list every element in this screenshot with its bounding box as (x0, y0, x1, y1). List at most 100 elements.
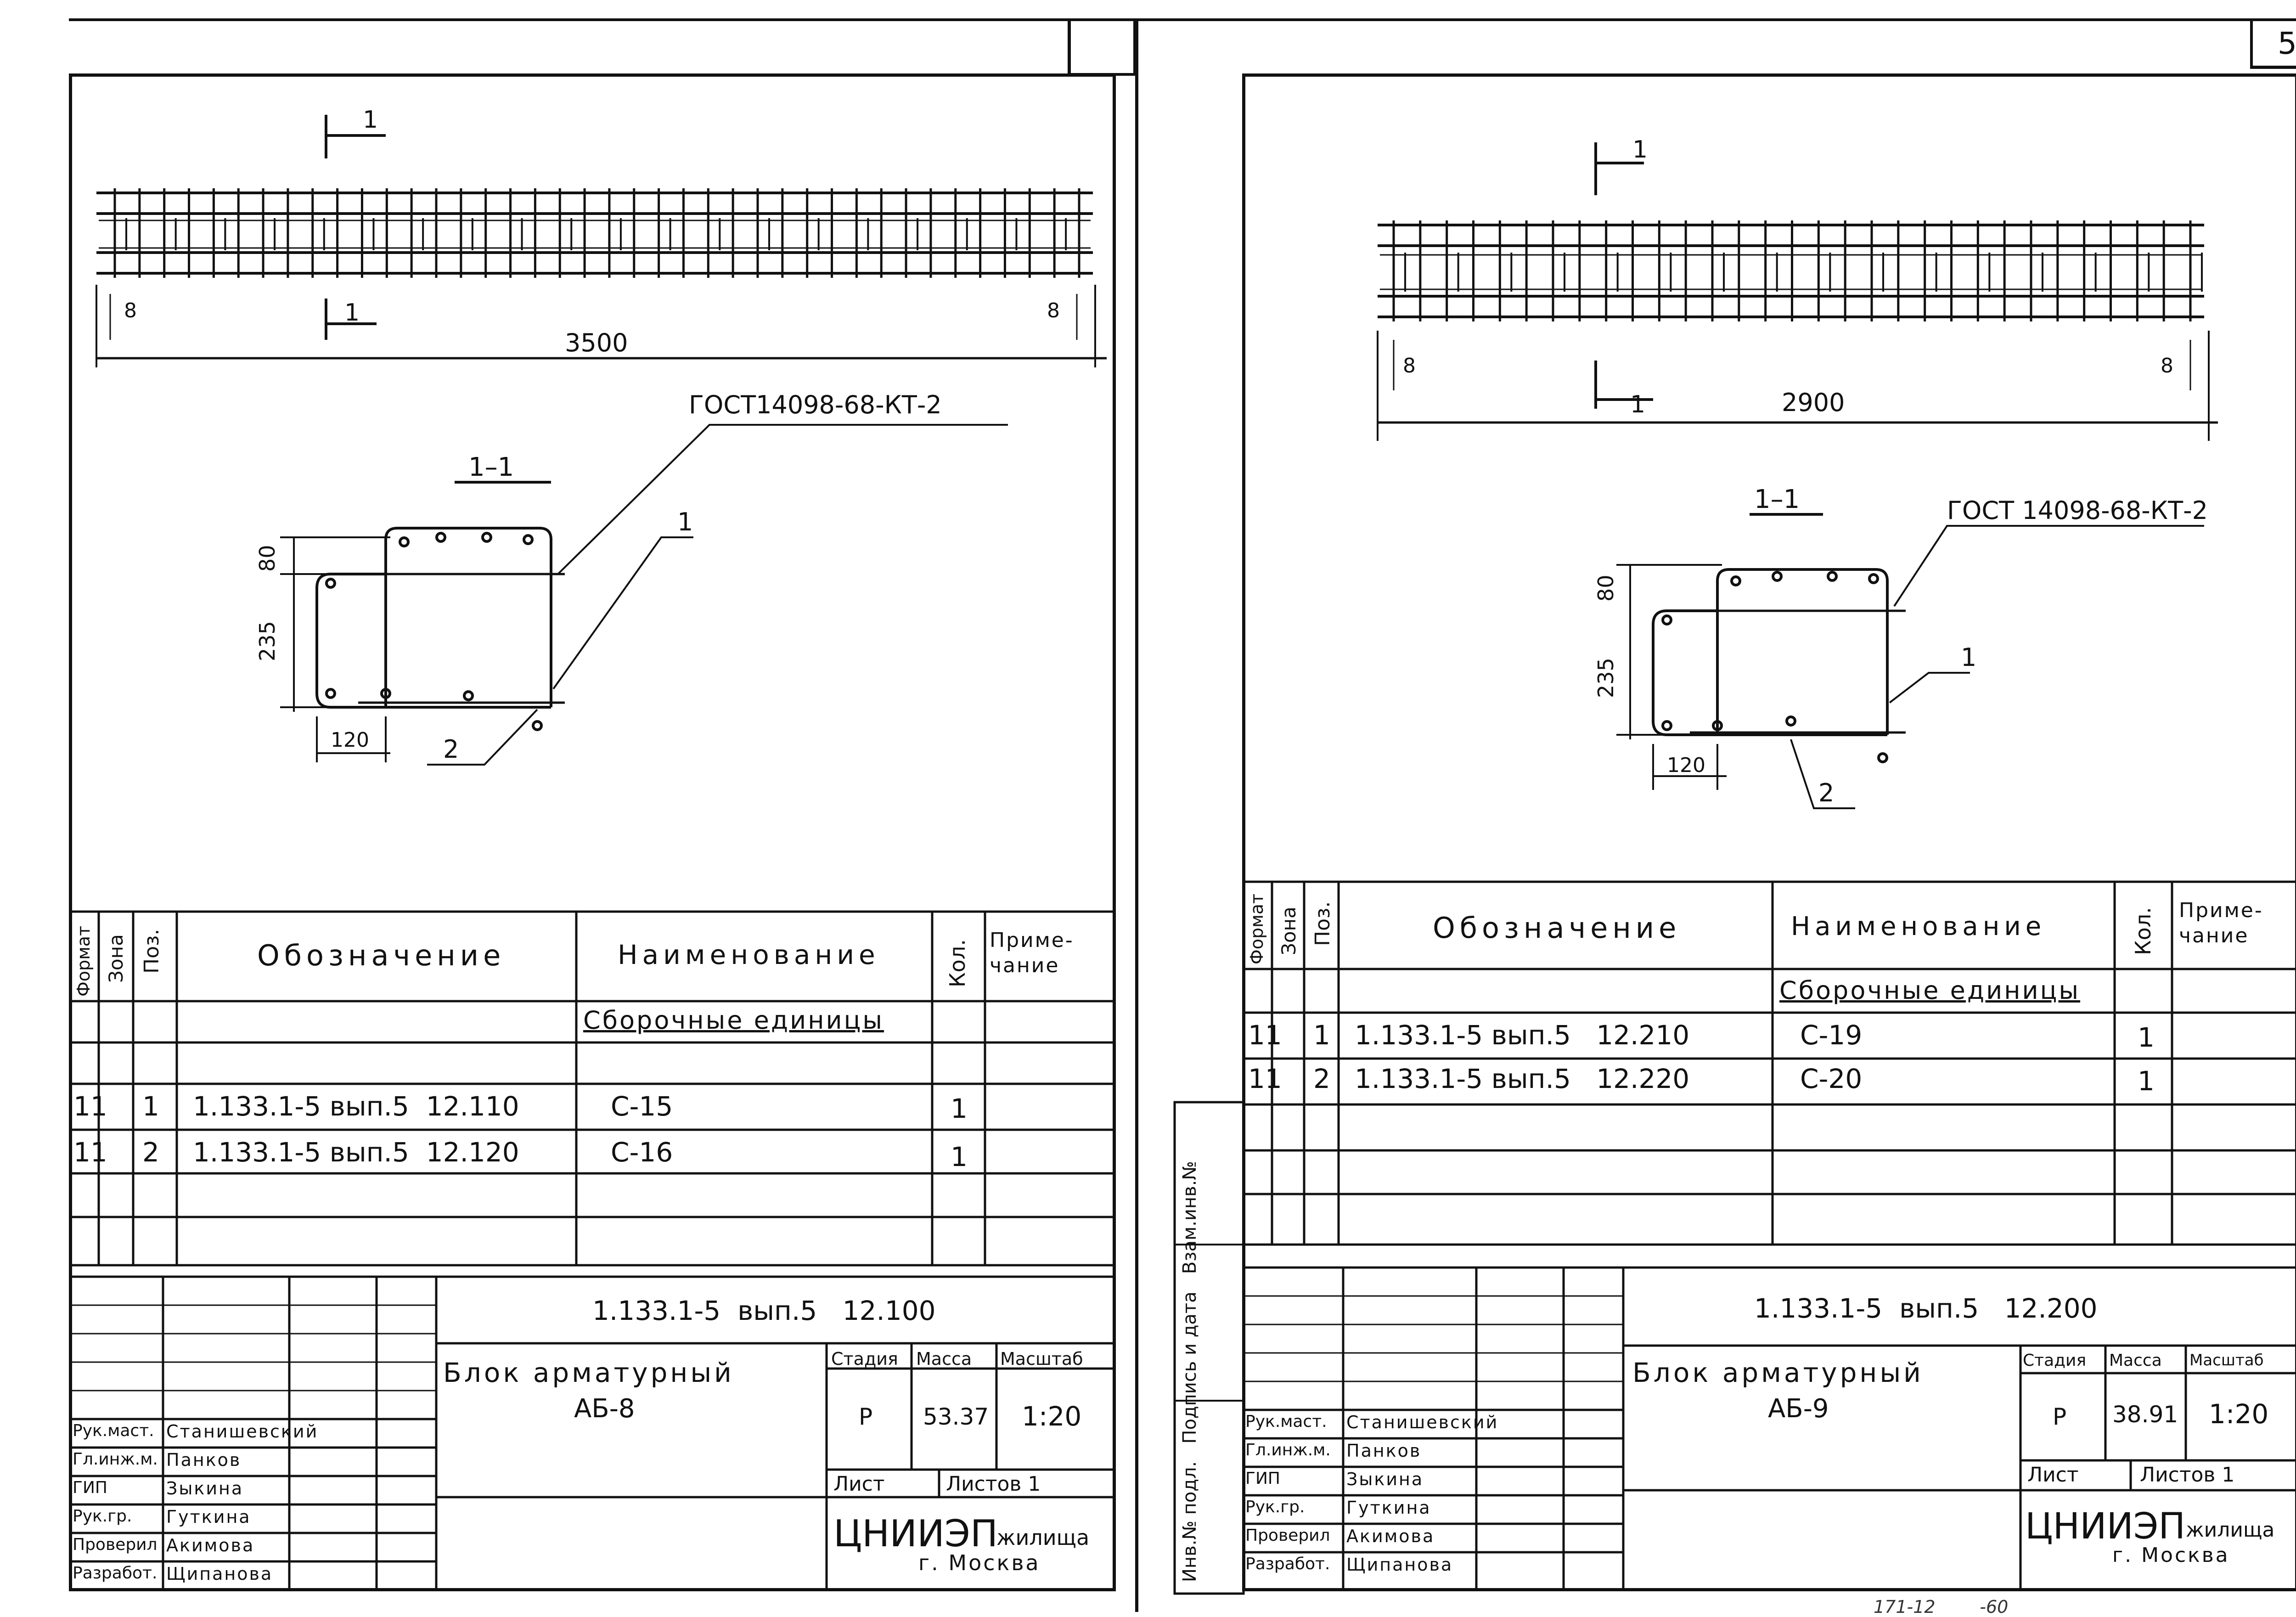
role-label: Рук.маст. (73, 1421, 154, 1440)
right-col-pos: Поз. (1311, 901, 1334, 946)
left-section-view (280, 424, 1008, 766)
role-label: Проверил (1245, 1526, 1330, 1545)
left-row-2-qty: 1 (951, 1141, 968, 1172)
right-tb-stage: Р (2053, 1403, 2067, 1430)
right-tb-scale-label: Масштаб (2189, 1351, 2264, 1369)
right-callout-2: 2 (1818, 778, 1835, 807)
right-col-designation: Обозначение (1433, 911, 1681, 945)
role-label: ГИП (73, 1478, 107, 1497)
left-cage-elevation (96, 188, 1093, 278)
left-tb-scale: 1:20 (1022, 1401, 1082, 1432)
person-name: Щипанова (1346, 1555, 1453, 1575)
left-tb-name1: Блок арматурный (443, 1357, 734, 1388)
right-tb-name2: АБ-9 (1768, 1394, 1829, 1424)
person-name: Акимова (166, 1535, 255, 1555)
left-row-2-format: 11 (73, 1137, 107, 1168)
left-callout-1: 1 (677, 507, 693, 536)
left-tb-scale-label: Масштаб (1000, 1349, 1083, 1369)
left-section-title: 1–1 (468, 452, 514, 482)
right-row-1-designation: 1.133.1-5 вып.5 12.210 (1355, 1020, 1690, 1051)
right-row-1-pos: 1 (1313, 1020, 1330, 1051)
role-label: Разработ. (1245, 1555, 1330, 1573)
page-number: 59 (2278, 26, 2296, 61)
role-label: Гл.инж.м. (1245, 1441, 1331, 1459)
left-row-1-format: 11 (73, 1091, 107, 1122)
left-tb-code: 1.133.1-5 вып.5 12.100 (592, 1295, 936, 1326)
person-name: Зыкина (1346, 1469, 1424, 1489)
role-label: Проверил (73, 1535, 158, 1554)
right-section-view (1616, 513, 2204, 809)
left-end-dim-right: 8 (1047, 299, 1060, 322)
left-titleblock-grid (69, 1275, 1116, 1591)
right-row-1-format: 11 (1248, 1020, 1282, 1051)
left-row-1-pos: 1 (142, 1091, 159, 1122)
left-group-header: Сборочные единицы (583, 1006, 884, 1035)
footer-fragment: 171-12 -60 (1874, 1597, 2009, 1617)
left-section-mark-bottom: 1 (344, 299, 360, 327)
person-name: Гуткина (1346, 1498, 1431, 1518)
left-length-dim: 3500 (565, 328, 628, 357)
right-col-note: Приме-чание (2179, 899, 2263, 947)
right-sheet-frame (1242, 73, 2296, 1591)
person-name: Гуткина (166, 1507, 251, 1527)
person-name: Панков (1346, 1441, 1422, 1461)
right-col-qty: Кол. (2131, 907, 2155, 955)
right-tb-sheets: Листов 1 (2140, 1463, 2235, 1487)
right-gost-label: ГОСТ 14098-68-КТ-2 (1947, 496, 2208, 525)
left-tb-stage-label: Стадия (831, 1349, 898, 1369)
left-row-1-designation: 1.133.1-5 вып.5 12.110 (193, 1091, 519, 1122)
left-row-2-name: С-16 (611, 1137, 673, 1168)
left-col-qty: Кол. (945, 939, 970, 987)
right-col-name: Наименование (1791, 912, 2046, 941)
left-col-note: Приме-чание (990, 929, 1074, 977)
person-name: Щипанова (166, 1564, 273, 1584)
left-row-1-qty: 1 (951, 1093, 968, 1124)
right-group-header: Сборочные единицы (1779, 976, 2081, 1005)
right-row-1-name: С-19 (1800, 1020, 1863, 1051)
left-col-name: Наименование (618, 939, 880, 970)
role-label: Рук.маст. (1245, 1412, 1327, 1431)
left-tb-mass-label: Масса (916, 1349, 972, 1369)
right-callout-1: 1 (1961, 643, 1977, 672)
right-row-1-qty: 1 (2138, 1022, 2155, 1053)
left-sheet-frame (69, 73, 1116, 1591)
right-col-format: Формат (1247, 893, 1267, 964)
left-tb-city: г. Москва (918, 1550, 1041, 1575)
right-tb-code: 1.133.1-5 вып.5 12.200 (1754, 1293, 2098, 1324)
left-end-dim-left: 8 (124, 299, 137, 322)
right-tb-scale: 1:20 (2209, 1398, 2269, 1430)
top-edge-line (69, 18, 2296, 21)
page-number-box (2250, 18, 2296, 69)
left-section-mark-top: 1 (363, 106, 378, 134)
left-col-pos: Поз. (140, 929, 163, 974)
right-end-dim-right: 8 (2161, 354, 2173, 377)
right-tb-mass-label: Масса (2109, 1351, 2162, 1370)
person-name: Станишевский (1346, 1412, 1499, 1432)
right-row-2-format: 11 (1248, 1063, 1282, 1094)
right-section-mark-bottom: 1 (1630, 391, 1646, 418)
right-row-2-qty: 1 (2138, 1065, 2155, 1097)
right-side-stamp: Инв.№ подл. Подпись и дата Взам.инв.№ (1179, 1161, 1200, 1582)
right-tb-org: ЦНИИЭП (2025, 1506, 2186, 1547)
right-section-title: 1–1 (1754, 485, 1800, 514)
person-name: Акимова (1346, 1526, 1435, 1546)
left-tb-mass: 53.37 (923, 1403, 989, 1430)
role-label: ГИП (1245, 1469, 1280, 1488)
left-row-1-name: С-15 (611, 1091, 673, 1122)
role-label: Разработ. (73, 1564, 158, 1583)
right-dim-235: 235 (1593, 658, 1618, 698)
right-tb-org-sub: жилища (2186, 1518, 2275, 1542)
right-end-dim-left: 8 (1403, 354, 1416, 377)
left-tb-org-sub: жилища (996, 1525, 1090, 1550)
person-name: Панков (166, 1450, 242, 1470)
left-tb-name2: АБ-8 (574, 1394, 635, 1424)
left-tb-sheet: Лист (833, 1472, 885, 1496)
left-tb-sheets: Листов 1 (946, 1472, 1041, 1496)
role-label: Рук.гр. (73, 1507, 132, 1526)
right-tb-mass: 38.91 (2112, 1401, 2178, 1428)
right-row-2-designation: 1.133.1-5 вып.5 12.220 (1355, 1063, 1690, 1094)
right-tb-name1: Блок арматурный (1632, 1357, 1924, 1388)
role-label: Рук.гр. (1245, 1498, 1305, 1516)
left-tb-org: ЦНИИЭП (833, 1512, 998, 1555)
